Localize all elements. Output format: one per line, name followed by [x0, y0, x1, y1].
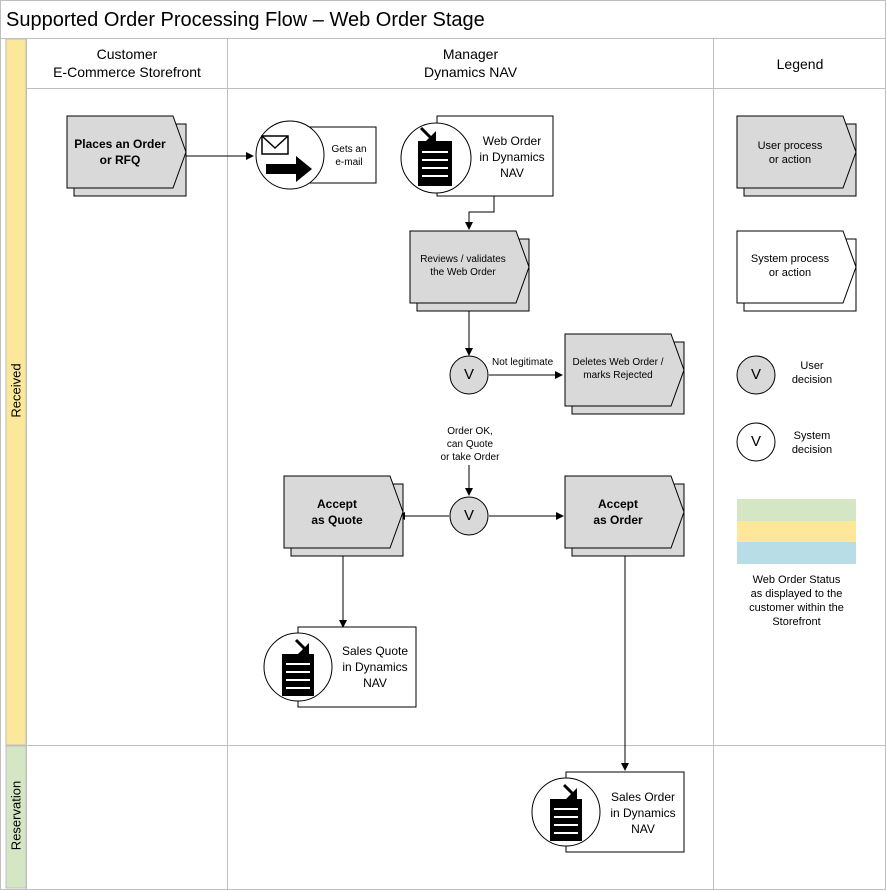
reviews-line1: Reviews / validates: [420, 254, 506, 265]
legend-user-decision-line2: decision: [791, 374, 833, 386]
accept-order-box: [564, 475, 685, 557]
status-swatch-green: [737, 499, 856, 521]
sales-order-label: Sales Order in Dynamics NAV: [601, 789, 685, 837]
status-swatch-blue: [737, 542, 856, 564]
column-header-legend: Legend: [776, 56, 824, 72]
accept-order-label: Accept as Order: [565, 496, 671, 528]
column-header-manager: Manager Dynamics NAV: [228, 45, 713, 81]
gets-email-line1: Gets an: [331, 144, 367, 155]
places-order-line1: Places an Order: [74, 137, 166, 151]
deletes-line2: marks Rejected: [583, 370, 653, 381]
order-ok-line3: or take Order: [440, 452, 500, 463]
legend-user-decision-line1: User: [800, 360, 824, 372]
places-order-box: [66, 115, 187, 197]
column-header-manager-line2: Dynamics NAV: [423, 64, 518, 80]
legend-user-process-label: User process or action: [737, 139, 843, 167]
legend-system-decision-label: System decision: [782, 429, 842, 457]
legend-user-process-line1: User process: [757, 140, 823, 152]
sales-quote-label: Sales Quote in Dynamics NAV: [333, 643, 417, 691]
accept-order-line1: Accept: [597, 497, 638, 511]
legend-system-process-label: System process or action: [737, 252, 843, 280]
gets-email-label: Gets an e-mail: [324, 143, 374, 169]
legend-status-line2: as displayed to the: [750, 588, 843, 600]
legend-user-process-line2: or action: [768, 154, 812, 166]
reviews-label: Reviews / validates the Web Order: [410, 253, 516, 279]
lane-label-received: Received: [8, 363, 24, 418]
gets-email-line2: e-mail: [335, 157, 363, 168]
legend-user-process-shape: [736, 115, 857, 197]
sales-quote-line1: Sales Quote: [341, 644, 409, 658]
sales-quote-doc: [263, 626, 417, 708]
legend-status-label: Web Order Status as displayed to the cus…: [737, 573, 856, 629]
accept-quote-line2: as Quote: [311, 513, 363, 527]
legend-user-decision-circle: [736, 355, 776, 395]
reservation-lane-strip: [5, 745, 27, 889]
web-order-line1: Web Order: [482, 134, 542, 148]
sales-order-doc: [531, 771, 685, 853]
sales-quote-line2: in Dynamics: [342, 660, 408, 674]
column-header-customer: Customer E-Commerce Storefront: [27, 45, 227, 81]
page-title: Supported Order Processing Flow – Web Or…: [6, 9, 485, 31]
column-header-customer-line2: E-Commerce Storefront: [53, 64, 201, 80]
email-icon: [261, 135, 312, 182]
accept-order-line2: as Order: [593, 513, 643, 527]
legend-system-decision-line2: decision: [791, 444, 833, 456]
sales-quote-line3: NAV: [363, 676, 387, 690]
accept-quote-line1: Accept: [316, 497, 357, 511]
decision1-symbol: V: [463, 366, 474, 383]
legend-system-process-shape: [736, 230, 857, 312]
deletes-box: [564, 333, 685, 415]
nav-document-icon: [550, 783, 582, 841]
arrow-weborder-to-review: [465, 196, 495, 230]
legend-system-process-line1: System process: [750, 253, 830, 265]
legend-status-line3: customer within the: [749, 602, 844, 614]
web-order-line3: NAV: [500, 166, 524, 180]
legend-status-line4: Storefront: [772, 616, 821, 628]
column-header-manager-line1: Manager: [442, 46, 499, 62]
accept-quote-box: [283, 475, 404, 557]
legend-system-decision-circle: [736, 422, 776, 462]
legend-system-decision-symbol: V: [750, 433, 761, 450]
web-order-label: Web Order in Dynamics NAV: [470, 133, 554, 181]
status-swatch-yellow: [737, 521, 856, 542]
column-header-customer-line1: Customer: [96, 46, 158, 62]
nav-document-icon: [418, 126, 452, 186]
places-order-line2: or RFQ: [99, 153, 141, 167]
legend-status-line1: Web Order Status: [752, 574, 841, 586]
web-order-line2: in Dynamics: [479, 150, 545, 164]
web-order-doc: [400, 115, 554, 197]
decision1-circle: [449, 355, 489, 395]
decision2-symbol: V: [463, 507, 474, 524]
legend-system-process-line2: or action: [768, 267, 812, 279]
order-ok-label: Order OK, can Quote or take Order: [430, 425, 510, 464]
deletes-line1: Deletes Web Order /: [572, 357, 664, 368]
order-ok-line2: can Quote: [446, 439, 494, 450]
legend-user-decision-symbol: V: [750, 366, 761, 383]
gets-email-box: [255, 120, 377, 190]
places-order-label: Places an Order or RFQ: [67, 136, 173, 168]
decision2-circle: [449, 496, 489, 536]
received-lane-strip: [5, 38, 27, 746]
sales-order-line3: NAV: [631, 822, 655, 836]
order-ok-line1: Order OK,: [447, 426, 493, 437]
nav-document-icon: [282, 638, 314, 696]
reviews-box: [409, 230, 530, 312]
deletes-label: Deletes Web Order / marks Rejected: [565, 356, 671, 382]
lane-label-reservation: Reservation: [8, 780, 24, 851]
not-legitimate-label: Not legitimate: [492, 357, 554, 368]
sales-order-line1: Sales Order: [610, 790, 676, 804]
legend-system-decision-line1: System: [793, 430, 831, 442]
legend-user-decision-label: User decision: [782, 359, 842, 387]
sales-order-line2: in Dynamics: [610, 806, 676, 820]
reviews-line2: the Web Order: [430, 267, 496, 278]
accept-quote-label: Accept as Quote: [284, 496, 390, 528]
